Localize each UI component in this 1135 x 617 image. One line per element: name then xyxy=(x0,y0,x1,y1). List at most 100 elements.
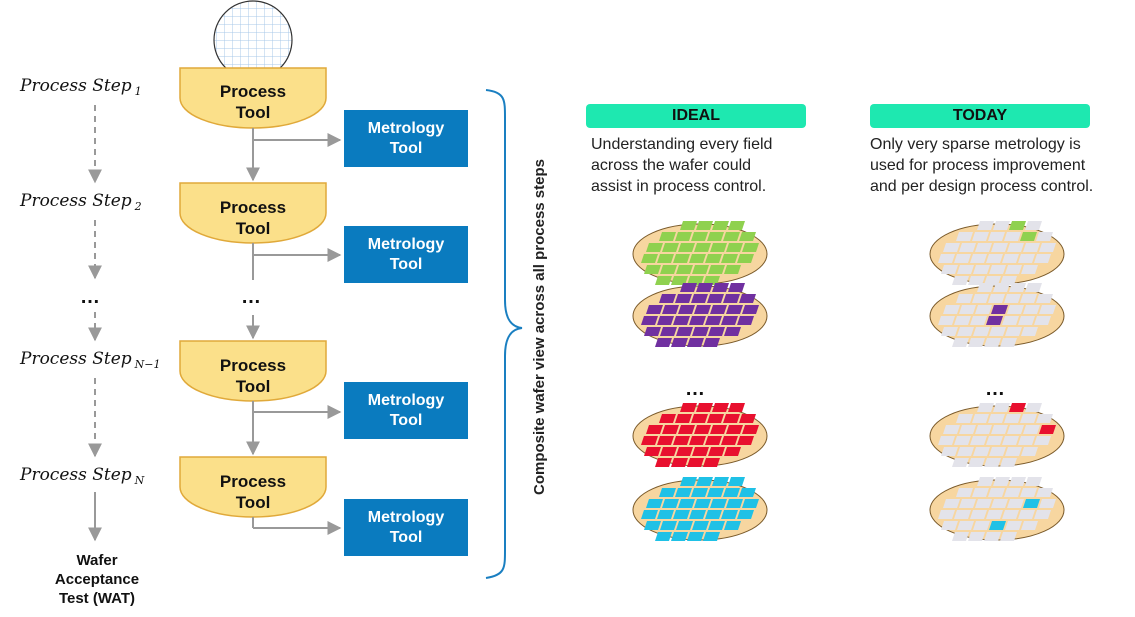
process-step-n-1-label: Process Step xyxy=(20,349,132,369)
wafer-field xyxy=(657,316,674,325)
wafer-field xyxy=(710,425,727,434)
today-wafer-3 xyxy=(929,403,1065,467)
wafer-field xyxy=(1036,294,1053,303)
process-step-n-label: Process Step xyxy=(20,465,132,485)
wafer-field xyxy=(680,283,697,292)
wafer-field xyxy=(678,243,695,252)
wafer-field xyxy=(1021,265,1038,274)
wafer-field xyxy=(728,221,745,230)
wafer-field xyxy=(988,488,1005,497)
metrology-tool-4-label: Metrology Tool xyxy=(367,508,445,546)
today-description: Only very sparse metrology is used for p… xyxy=(870,136,1094,195)
wafer-field xyxy=(703,532,720,541)
wafer-field xyxy=(1009,221,1026,230)
wafer-field xyxy=(644,265,661,274)
wafer-field xyxy=(641,254,658,263)
wafer-field xyxy=(1020,414,1037,423)
wafer-field xyxy=(943,305,960,314)
ideal-ellipsis: … xyxy=(685,378,706,400)
wafer-field xyxy=(692,447,709,456)
wafer-field xyxy=(1025,477,1042,486)
wafer-field xyxy=(644,447,661,456)
wafer-field xyxy=(991,305,1008,314)
wafer-field xyxy=(694,499,711,508)
wafer-field xyxy=(973,327,990,336)
middle-ellipsis: … xyxy=(241,286,262,308)
wafer-field xyxy=(973,521,990,530)
wafer-field xyxy=(954,254,971,263)
wafer-field xyxy=(678,499,695,508)
wafer-field xyxy=(724,521,741,530)
wafer-field xyxy=(977,283,994,292)
wafer-field xyxy=(737,510,754,519)
wafer-field xyxy=(737,316,754,325)
wafer-field xyxy=(703,338,720,347)
wafer-field xyxy=(1002,254,1019,263)
wafer-field xyxy=(975,305,992,314)
wafer-field xyxy=(1004,414,1021,423)
wafer-field xyxy=(1000,338,1017,347)
wafer-field xyxy=(1021,521,1038,530)
wafer-field xyxy=(952,338,969,347)
wafer-field xyxy=(1020,294,1037,303)
wafer-field xyxy=(662,305,679,314)
wafer-field xyxy=(1039,425,1056,434)
process-tool-2-shape xyxy=(179,182,327,244)
wafer-field xyxy=(1005,327,1022,336)
wafer-field xyxy=(988,232,1005,241)
process-tool-1-label: Process Tool xyxy=(219,82,287,122)
wat-label: Wafer Acceptance Test (WAT) xyxy=(54,552,140,607)
wafer-field xyxy=(1007,425,1024,434)
wafer-field xyxy=(1023,425,1040,434)
wafer-field xyxy=(970,316,987,325)
wafer-field xyxy=(696,477,713,486)
wafer-field xyxy=(970,510,987,519)
wafer-field xyxy=(655,458,672,467)
wafer-field xyxy=(1018,254,1035,263)
wafer-field xyxy=(993,477,1010,486)
wafer-field xyxy=(943,243,960,252)
wafer-field xyxy=(1036,414,1053,423)
wafer-field xyxy=(1000,276,1017,285)
wafer-field xyxy=(1025,221,1042,230)
wafer-field xyxy=(973,265,990,274)
wafer-field xyxy=(1005,265,1022,274)
wafer-field xyxy=(991,499,1008,508)
wafer-field xyxy=(1034,254,1051,263)
wafer-field xyxy=(938,436,955,445)
wafer-field xyxy=(975,425,992,434)
wafer-field xyxy=(703,276,720,285)
wafer-field xyxy=(956,414,973,423)
wafer-field xyxy=(941,447,958,456)
wafer-field xyxy=(984,338,1001,347)
wafer-field xyxy=(1018,316,1035,325)
wafer-field xyxy=(673,254,690,263)
wafer-field xyxy=(1034,316,1051,325)
wafer-field xyxy=(1021,447,1038,456)
wafer-field xyxy=(705,316,722,325)
wafer-field xyxy=(657,436,674,445)
wafer-field xyxy=(954,510,971,519)
wafer-field xyxy=(662,243,679,252)
wafer-field xyxy=(705,436,722,445)
wafer-field xyxy=(975,499,992,508)
wafer-field xyxy=(675,232,692,241)
wafer-field xyxy=(726,243,743,252)
wafer-field xyxy=(954,316,971,325)
wafer-field xyxy=(655,276,672,285)
wafer-field xyxy=(655,532,672,541)
wafer-field xyxy=(646,499,663,508)
wafer-field xyxy=(1023,305,1040,314)
wafer-field xyxy=(991,243,1008,252)
wafer-field xyxy=(993,283,1010,292)
wafer-field xyxy=(1002,316,1019,325)
wafer-field xyxy=(707,414,724,423)
process-step-2-label: Process Step xyxy=(20,191,132,211)
wafer-field xyxy=(972,414,989,423)
process-step-1-subscript: 1 xyxy=(134,85,142,99)
wafer-field xyxy=(959,243,976,252)
wafer-field xyxy=(993,403,1010,412)
